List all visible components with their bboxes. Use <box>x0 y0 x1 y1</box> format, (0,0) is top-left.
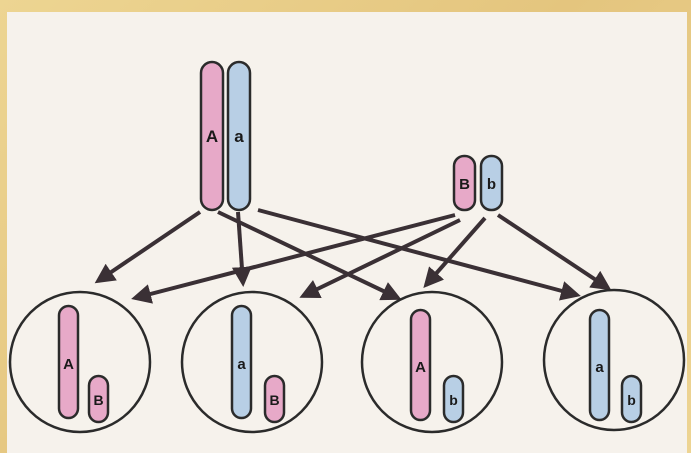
chromosome-b: b <box>479 154 504 212</box>
gamete-3-short-label: b <box>449 392 458 408</box>
gamete-cell-1: A B <box>8 290 152 434</box>
gamete-4-short-label: b <box>627 392 636 408</box>
gamete-2-short-label: B <box>269 392 279 408</box>
arrow-B-to-gamete-2 <box>299 218 461 299</box>
gamete-1-long-label: A <box>63 356 74 373</box>
gamete-3-long-label: A <box>415 359 426 376</box>
parent-pair-Aa: A a <box>199 60 252 212</box>
gamete-cell-3: A b <box>360 290 504 434</box>
arrow-A-to-gamete-1 <box>94 210 202 284</box>
arrow-b-to-gamete-3 <box>423 216 487 289</box>
chromosome-A: A <box>199 60 225 212</box>
gamete-cell-4: a b <box>542 288 686 432</box>
gamete-cell-2: a B <box>180 290 324 434</box>
arrow-b-to-gamete-4 <box>496 213 612 291</box>
arrow-a-to-gamete-4 <box>257 208 581 301</box>
chromosome-label-A: A <box>206 127 218 146</box>
gamete-4-long-label: a <box>595 359 604 376</box>
chromosome-a: a <box>226 60 252 212</box>
chromosome-label-a: a <box>234 127 244 146</box>
chromosome-B: B <box>452 154 477 212</box>
arrow-B-to-gamete-1 <box>131 213 456 304</box>
parent-pair-Bb: B b <box>452 154 504 212</box>
gamete-2-long-label: a <box>237 356 246 373</box>
arrows-group <box>94 208 612 304</box>
chromosome-label-b: b <box>487 176 496 193</box>
chromosome-label-B: B <box>459 176 470 193</box>
gamete-1-short-label: B <box>93 392 103 408</box>
